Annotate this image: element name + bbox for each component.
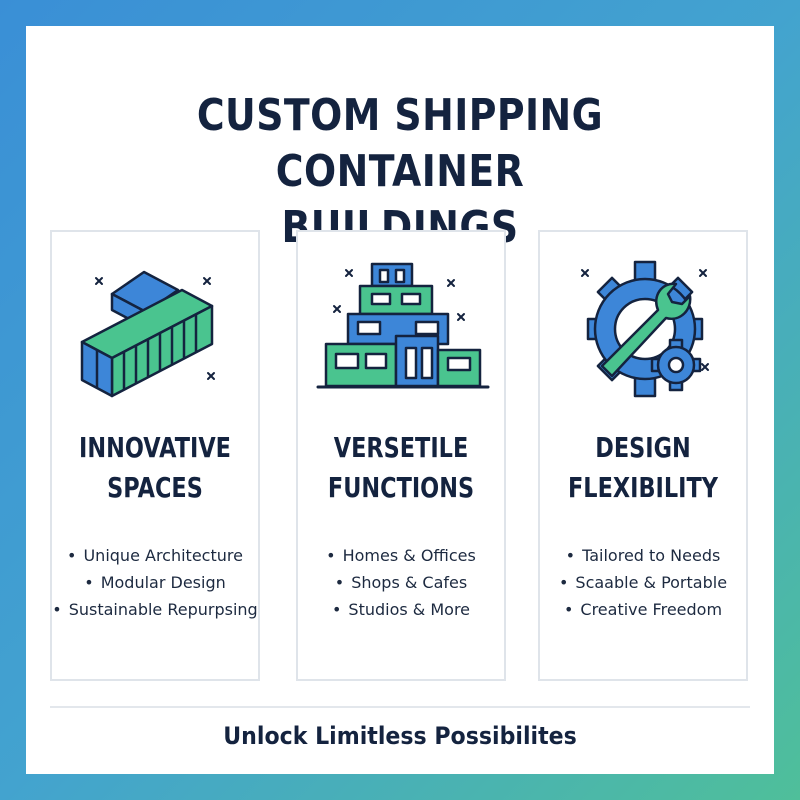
tagline: Unlock Limitless Possibilites (223, 722, 577, 750)
card-heading-line-2: SPACES (107, 471, 203, 504)
feature-list: •Homes & Offices •Shops & Cafes •Studios… (298, 542, 504, 623)
feature-list: •Unique Architecture •Modular Design •Su… (52, 542, 258, 623)
card-heading-line-1: INNOVATIVE (79, 431, 231, 464)
list-item: •Sustainable Repurpsing (52, 600, 258, 619)
card-heading-line-2: FUNCTIONS (327, 471, 475, 504)
list-item: •Creative Freedom (563, 600, 723, 619)
bullet-icon: • (334, 573, 345, 592)
gear-wrench-icon (581, 260, 709, 398)
bullet-icon: • (558, 573, 569, 592)
list-item: •Modular Design (84, 573, 226, 592)
card-heading: DESIGN FLEXIBILITY (561, 428, 726, 508)
bullet-icon: • (565, 546, 576, 565)
list-item: •Homes & Offices (326, 546, 476, 565)
feature-card-innovative-spaces: INNOVATIVE SPACES •Unique Architecture •… (50, 230, 260, 681)
bullet-icon: • (52, 600, 62, 619)
list-item: •Unique Architecture (67, 546, 243, 565)
container-building-icon (316, 262, 490, 389)
list-item: •Studios & More (331, 600, 471, 619)
bullet-icon: • (326, 546, 336, 565)
shipping-container-icon (80, 270, 215, 398)
page-title: CUSTOM SHIPPING CONTAINER BUILDINGS (78, 88, 721, 256)
feature-card-design-flexibility: DESIGN FLEXIBILITY •Tailored to Needs •S… (538, 230, 748, 681)
list-item: •Shops & Cafes (334, 573, 468, 592)
card-heading-line-1: DESIGN (595, 431, 691, 464)
feature-card-versatile-functions: VERSETILE FUNCTIONS •Homes & Offices •Sh… (296, 230, 506, 681)
list-item: •Tailored to Needs (565, 546, 721, 565)
card-heading: INNOVATIVE SPACES (73, 428, 238, 508)
card-heading-line-2: FLEXIBILITY (568, 471, 718, 504)
poster: CUSTOM SHIPPING CONTAINER BUILDINGS (26, 26, 774, 774)
divider (50, 706, 750, 708)
card-heading-line-1: VERSETILE (333, 431, 469, 464)
title-line-1: CUSTOM SHIPPING CONTAINER (196, 90, 604, 197)
card-heading: VERSETILE FUNCTIONS (319, 428, 484, 508)
list-item: •Scaable & Portable (558, 573, 728, 592)
bullet-icon: • (331, 600, 342, 619)
feature-list: •Tailored to Needs •Scaable & Portable •… (540, 542, 746, 623)
bullet-icon: • (84, 573, 94, 592)
bullet-icon: • (563, 600, 574, 619)
bullet-icon: • (67, 546, 77, 565)
